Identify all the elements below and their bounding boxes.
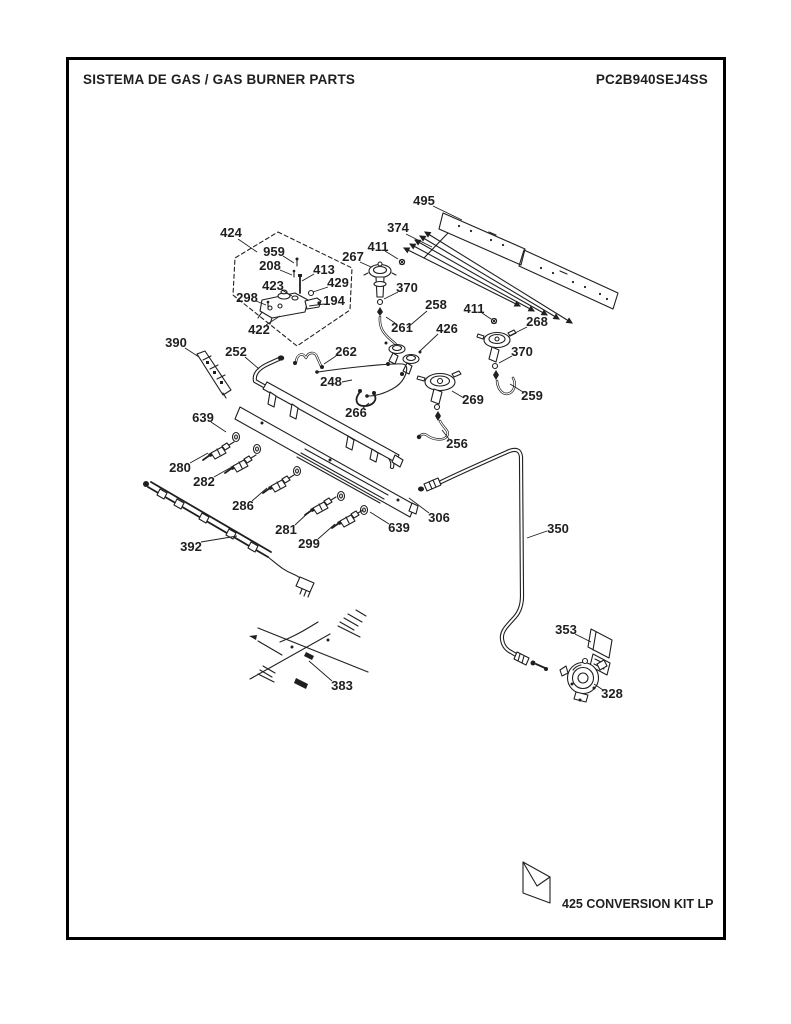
part-328-regulator: [559, 657, 608, 703]
callout-390: 390: [165, 335, 187, 350]
callout-370-b: 370: [511, 344, 533, 359]
part-280-igniter: [202, 441, 235, 461]
envelope-icon: [522, 861, 551, 904]
leader-lines: [184, 205, 604, 691]
callout-411-b: 411: [464, 301, 485, 316]
part-299-igniter: [331, 509, 364, 529]
model-number: PC2B940SEJ4SS: [595, 72, 708, 87]
callout-282: 282: [193, 474, 215, 489]
callout-286: 286: [232, 498, 254, 513]
callout-426: 426: [436, 321, 458, 336]
callout-266: 266: [345, 405, 367, 420]
part-392-harness: [143, 481, 315, 598]
callout-413: 413: [313, 262, 335, 277]
callout-298: 298: [236, 290, 258, 305]
part-411-screw-a: [398, 258, 406, 266]
part-259-tube: [495, 376, 516, 396]
callout-258: 258: [425, 297, 447, 312]
part-422-valve-assembly: [257, 257, 322, 325]
callout-262: 262: [335, 344, 357, 359]
part-374-tubes: [403, 231, 573, 324]
callout-424: 424: [220, 225, 242, 240]
callout-495: 495: [413, 193, 435, 208]
part-267-valve: [363, 261, 397, 316]
callout-353: 353: [555, 622, 577, 637]
callout-252: 252: [225, 344, 247, 359]
part-269-burner: [416, 370, 462, 421]
part-266-tube: [355, 389, 377, 407]
callout-248: 248: [320, 374, 342, 389]
callout-383: 383: [331, 678, 353, 693]
callout-194: 194: [323, 293, 345, 308]
callout-350: 350: [547, 521, 569, 536]
callout-268: 268: [526, 314, 548, 329]
callout-392: 392: [180, 539, 202, 554]
callout-306: 306: [428, 510, 450, 525]
callout-328: 328: [601, 686, 623, 701]
callout-411-a: 411: [368, 239, 389, 254]
callout-208: 208: [259, 258, 281, 273]
callout-959: 959: [263, 244, 285, 259]
part-390-bracket: [196, 350, 232, 399]
part-256-tube: [416, 419, 449, 441]
conversion-kit-label: 425 CONVERSION KIT LP: [562, 897, 713, 911]
part-286-igniter: [262, 474, 295, 494]
part-306-rail: [234, 406, 419, 518]
callout-256: 256: [446, 436, 468, 451]
callout-639-b: 639: [388, 520, 410, 535]
part-411-screw-b: [490, 317, 498, 325]
part-426-valve-bank: [384, 341, 422, 376]
part-268-burner: [476, 329, 517, 380]
page-title: SISTEMA DE GAS / GAS BURNER PARTS: [83, 72, 356, 87]
part-281-igniter: [304, 496, 337, 516]
callout-280: 280: [169, 460, 191, 475]
part-350-tube: [418, 447, 548, 671]
callout-422: 422: [248, 322, 270, 337]
callout-639-a: 639: [192, 410, 214, 425]
part-back-rail: [262, 381, 404, 468]
callout-259: 259: [521, 388, 543, 403]
part-383-harness: [249, 609, 369, 689]
callout-299: 299: [298, 536, 320, 551]
callout-261: 261: [391, 320, 413, 335]
callout-429: 429: [327, 275, 349, 290]
callout-267: 267: [342, 249, 364, 264]
part-248-tube: [315, 363, 408, 398]
callout-423: 423: [262, 278, 284, 293]
part-282-igniter: [224, 454, 257, 474]
part-262-tube: [293, 351, 324, 369]
callout-269: 269: [462, 392, 484, 407]
callout-281: 281: [275, 522, 297, 537]
part-495-bracket: [438, 212, 619, 310]
callout-370-a: 370: [396, 280, 418, 295]
callout-374: 374: [387, 220, 409, 235]
